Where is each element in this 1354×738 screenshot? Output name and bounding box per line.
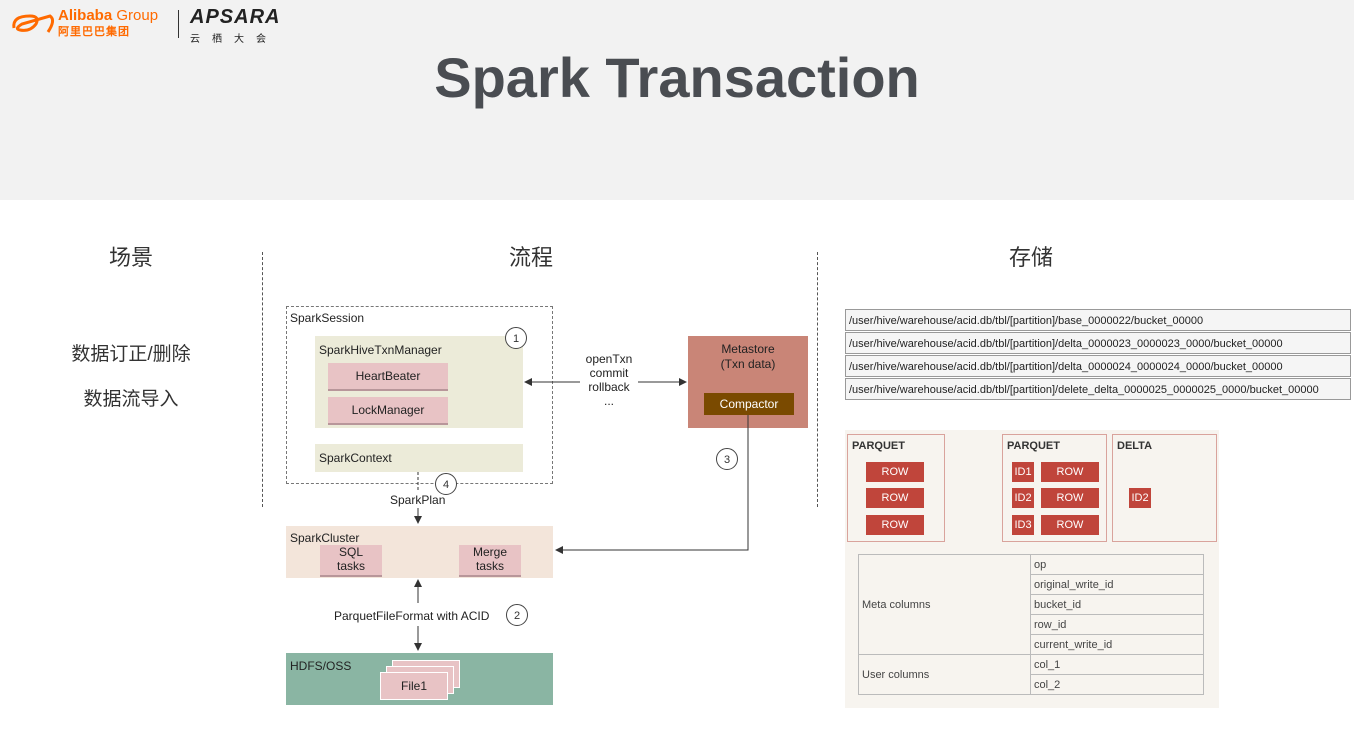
columns-table: Meta columns op original_write_id bucket… bbox=[858, 554, 1204, 695]
row-box: ROW bbox=[866, 515, 924, 535]
op-more: ... bbox=[603, 394, 614, 408]
parquet-acid-label: ParquetFileFormat with ACID bbox=[334, 609, 490, 623]
table-row: bucket_id bbox=[859, 594, 1204, 615]
logo-divider bbox=[178, 10, 179, 38]
arrow-compactor-to-cluster bbox=[555, 415, 749, 554]
table-cell: col_2 bbox=[1030, 674, 1204, 695]
merge-tasks-box: Merge tasks bbox=[459, 545, 521, 577]
spark-context-box bbox=[315, 444, 523, 472]
table-cell: bucket_id bbox=[1030, 594, 1204, 615]
spark-session-label: SparkSession bbox=[290, 311, 365, 325]
meta-columns-label: Meta columns bbox=[858, 554, 1031, 655]
apsara-logo-cn: 云栖大会 bbox=[190, 34, 278, 45]
path-row: /user/hive/warehouse/acid.db/tbl/[partit… bbox=[845, 309, 1351, 331]
parquet-left-box bbox=[847, 434, 945, 542]
delta-box bbox=[1112, 434, 1217, 542]
table-cell: current_write_id bbox=[1030, 634, 1204, 655]
user-columns-label: User columns bbox=[858, 654, 1031, 695]
step-badge: 4 bbox=[435, 473, 457, 495]
scene-item-streaming: 数据流导入 bbox=[83, 389, 179, 410]
apsara-logo: APSARA bbox=[190, 6, 281, 28]
spark-context-label: SparkContext bbox=[319, 451, 392, 465]
row-box: ROW bbox=[1041, 462, 1099, 482]
alibaba-mark-icon bbox=[12, 14, 55, 33]
lock-manager-box: LockManager bbox=[328, 397, 448, 425]
alibaba-group: Group bbox=[116, 7, 159, 24]
column-flow-heading: 流程 bbox=[508, 245, 553, 270]
column-divider-right bbox=[817, 252, 818, 507]
txn-ops-list: openTxn commit rollback ... bbox=[570, 352, 648, 408]
column-scene-heading: 场景 bbox=[108, 245, 153, 270]
table-cell: row_id bbox=[1030, 614, 1204, 635]
spark-cluster-label: SparkCluster bbox=[290, 531, 360, 545]
spark-plan-label: SparkPlan bbox=[390, 493, 446, 507]
sql-tasks-line1: SQL bbox=[338, 545, 363, 559]
sql-tasks-line2: tasks bbox=[336, 559, 365, 573]
path-row: /user/hive/warehouse/acid.db/tbl/[partit… bbox=[845, 355, 1351, 377]
id-box: ID2 bbox=[1129, 488, 1151, 508]
table-cell: original_write_id bbox=[1030, 574, 1204, 595]
step-badge: 1 bbox=[505, 327, 527, 349]
spark-session-box bbox=[286, 306, 553, 484]
table-row: current_write_id bbox=[859, 634, 1204, 655]
op-open-txn: openTxn bbox=[585, 352, 633, 366]
file1-box: File1 bbox=[380, 672, 448, 700]
row-box: ROW bbox=[1041, 488, 1099, 508]
page-title: Spark Transaction bbox=[434, 46, 920, 109]
storage-paths: /user/hive/warehouse/acid.db/tbl/[partit… bbox=[845, 309, 1351, 400]
id-box: ID2 bbox=[1012, 488, 1034, 508]
metastore-sublabel: (Txn data) bbox=[720, 357, 776, 371]
table-cell: op bbox=[1030, 554, 1204, 575]
hdfs-label: HDFS/OSS bbox=[290, 659, 352, 673]
metastore-label: Metastore bbox=[721, 342, 775, 356]
path-row: /user/hive/warehouse/acid.db/tbl/[partit… bbox=[845, 332, 1351, 354]
row-box: ROW bbox=[866, 488, 924, 508]
header-band bbox=[0, 0, 1354, 200]
id-box: ID3 bbox=[1012, 515, 1034, 535]
table-cell: col_1 bbox=[1030, 654, 1204, 675]
table-row: Meta columns op bbox=[858, 554, 1204, 655]
id-box: ID1 bbox=[1012, 462, 1034, 482]
op-rollback: rollback bbox=[588, 380, 630, 394]
column-divider-left bbox=[262, 252, 263, 507]
row-box: ROW bbox=[866, 462, 924, 482]
heartbeater-box: HeartBeater bbox=[328, 363, 448, 391]
delta-label: DELTA bbox=[1117, 440, 1153, 452]
step-badge: 2 bbox=[506, 604, 528, 626]
table-row: User columns col_1 bbox=[858, 654, 1204, 695]
alibaba-logo: Alibaba Group 阿里巴巴集团 bbox=[10, 8, 158, 40]
merge-tasks-line1: Merge bbox=[472, 545, 507, 559]
op-commit: commit bbox=[589, 366, 629, 380]
table-row: col_2 bbox=[859, 674, 1204, 695]
parquet-left-label: PARQUET bbox=[852, 440, 905, 452]
alibaba-brand: Alibaba bbox=[58, 7, 113, 24]
table-row: original_write_id bbox=[859, 574, 1204, 595]
txn-manager-label: SparkHiveTxnManager bbox=[319, 343, 442, 357]
merge-tasks-line2: tasks bbox=[475, 559, 504, 573]
path-row: /user/hive/warehouse/acid.db/tbl/[partit… bbox=[845, 378, 1351, 400]
compactor-box: Compactor bbox=[704, 393, 794, 415]
column-storage-heading: 存储 bbox=[1008, 245, 1053, 270]
row-box: ROW bbox=[1041, 515, 1099, 535]
parquet-right-box bbox=[1002, 434, 1107, 542]
scene-item-correction: 数据订正/删除 bbox=[71, 344, 191, 365]
parquet-right-label: PARQUET bbox=[1007, 440, 1060, 452]
step-badge: 3 bbox=[716, 448, 738, 470]
alibaba-brand-cn: 阿里巴巴集团 bbox=[58, 26, 130, 38]
sql-tasks-box: SQL tasks bbox=[320, 545, 382, 577]
